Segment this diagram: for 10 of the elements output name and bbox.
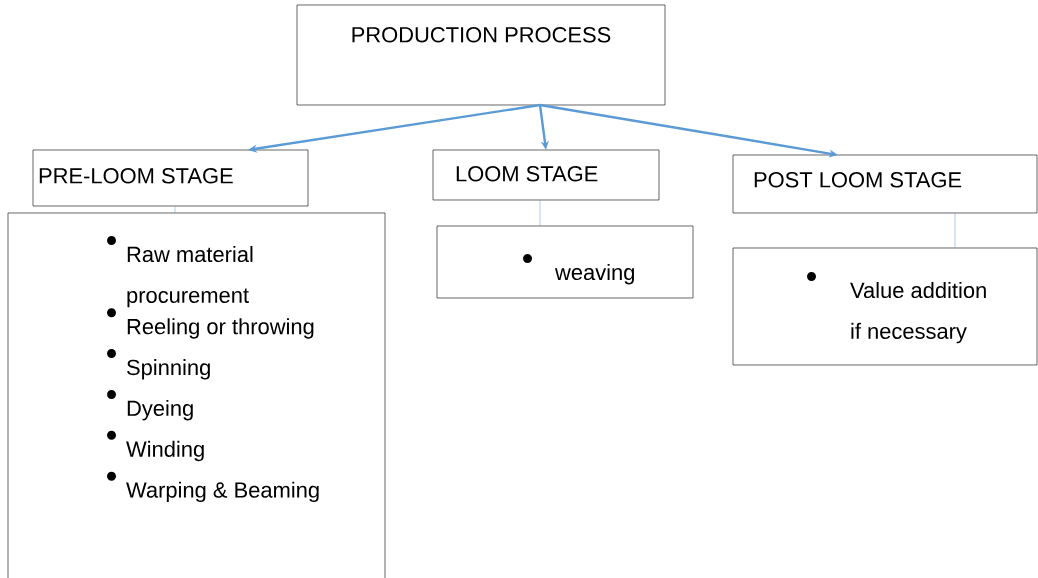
connector-line: [174, 205, 176, 214]
list-box: weaving: [436, 225, 694, 299]
stage-box: POST LOOM STAGE: [732, 154, 1038, 214]
list-box: Value addition if necessary: [732, 247, 1038, 366]
stage-box: LOOM STAGE: [432, 149, 660, 201]
stage-box: PRE-LOOM STAGE: [32, 149, 309, 207]
title-box: PRODUCTION PROCESS: [296, 4, 666, 106]
connector-line: [954, 212, 956, 249]
connector-line: [539, 199, 541, 227]
list-box: Raw material procurement Reeling or throwing Spinning Dyeing Winding Warping & Beaming: [7, 212, 386, 578]
